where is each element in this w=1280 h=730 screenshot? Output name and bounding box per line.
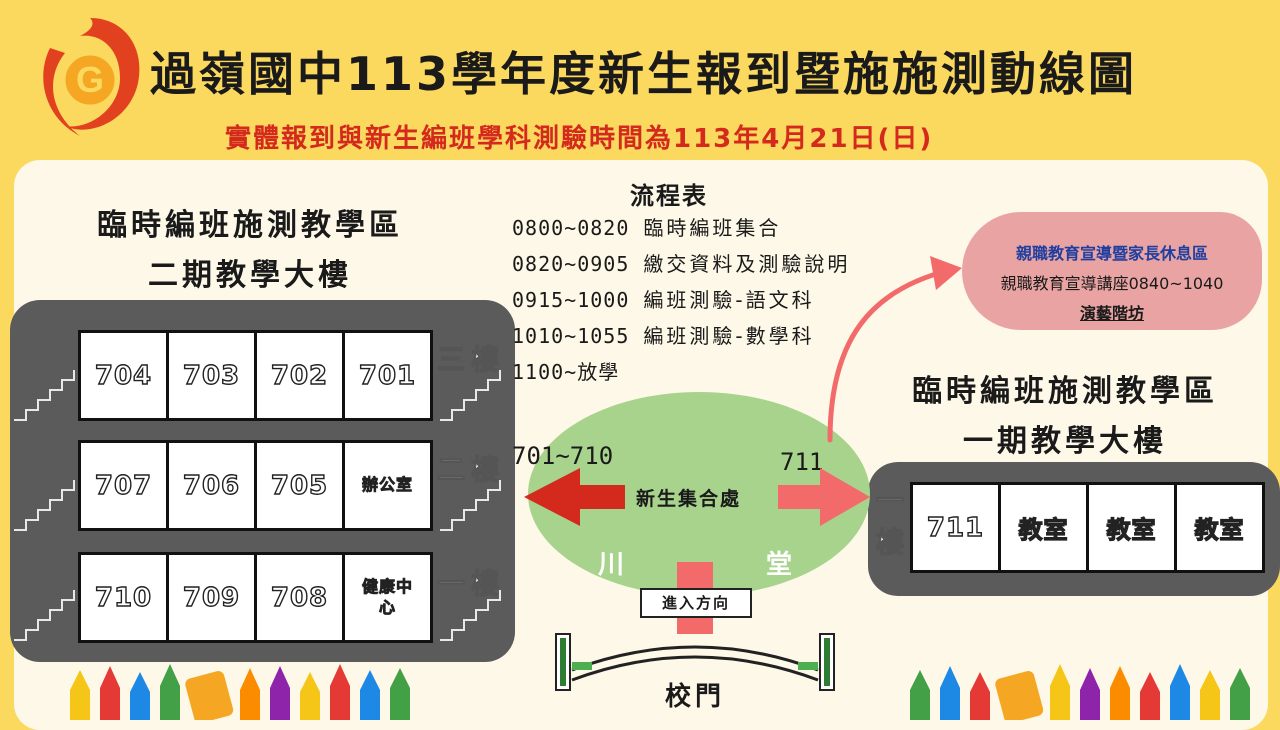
schedule-row: 0820~0905 繳交資料及測驗說明 — [512, 248, 850, 284]
schedule-time: 1100~放學 — [512, 360, 620, 384]
left-building-title-2: 二期教學大樓 — [148, 258, 352, 293]
left-building-title-1: 臨時編班施測教學區 — [97, 208, 403, 243]
floor-2-label: 二樓 — [436, 452, 506, 486]
room-711: 711 — [913, 485, 998, 570]
pencils-left-icon — [70, 664, 410, 720]
classroom: 教室 — [1001, 485, 1086, 570]
room-702: 702 — [257, 333, 342, 418]
hall-label: 新生集合處 — [636, 488, 742, 510]
schedule-list: 0800~0820 臨時編班集合 0820~0905 繳交資料及測驗說明 0915~… — [512, 212, 850, 392]
hall-char-right: 堂 — [766, 550, 793, 580]
schedule-desc: 編班測驗-數學科 — [643, 324, 815, 348]
schedule-time: 0800~0820 — [512, 216, 630, 240]
stairs-right-icon — [440, 370, 501, 641]
room-705: 705 — [257, 443, 342, 528]
room-707: 707 — [81, 443, 166, 528]
floor-1-rooms: 710 709 708 健康中心 — [78, 552, 433, 643]
room-706: 706 — [169, 443, 254, 528]
range-left: 701~710 — [512, 442, 614, 470]
room-701: 701 — [345, 333, 430, 418]
parent-zone-title: 親職教育宣導暨家長休息區 — [1015, 244, 1208, 263]
schedule-row: 0915~1000 編班測驗-語文科 — [512, 284, 850, 320]
parent-zone-venue: 演藝階坊 — [1079, 304, 1144, 323]
floor-3-label: 三樓 — [436, 342, 506, 376]
right-building-title-1: 臨時編班施測教學區 — [912, 374, 1218, 409]
right-building-title-2: 一期教學大樓 — [963, 424, 1167, 459]
schedule-time: 0820~0905 — [512, 252, 630, 276]
schedule-time: 1010~1055 — [512, 324, 630, 348]
hall-char-left: 川 — [598, 550, 625, 580]
svg-text:G: G — [76, 59, 104, 100]
parent-zone-lecture: 親職教育宣導講座0840~1040 — [1000, 274, 1224, 293]
room-708: 708 — [257, 555, 342, 640]
floor-3-rooms: 704 703 702 701 — [78, 330, 433, 421]
entry-direction-label: 進入方向 — [640, 588, 752, 618]
schedule-row: 1100~放學 — [512, 356, 850, 392]
room-health-center: 健康中心 — [345, 555, 430, 640]
stairs-left-icon — [14, 370, 75, 641]
arrow-left-icon — [524, 468, 625, 526]
pencils-right-icon — [910, 664, 1250, 720]
schedule-row: 1010~1055 編班測驗-數學科 — [512, 320, 850, 356]
page-title: 過嶺國中113學年度新生報到暨施施測動線圖 — [150, 47, 1138, 101]
room-703: 703 — [169, 333, 254, 418]
arrow-to-parent-zone-icon — [827, 267, 953, 443]
right-floor-label: 一樓 — [875, 483, 905, 559]
room-709: 709 — [169, 555, 254, 640]
schedule-title: 流程表 — [630, 182, 708, 210]
school-gate-icon — [555, 633, 835, 691]
classroom: 教室 — [1177, 485, 1262, 570]
classroom: 教室 — [1089, 485, 1174, 570]
schedule-time: 0915~1000 — [512, 288, 630, 312]
schedule-desc: 臨時編班集合 — [643, 216, 782, 240]
schedule-row: 0800~0820 臨時編班集合 — [512, 212, 850, 248]
page-subtitle: 實體報到與新生編班學科測驗時間為113年4月21日(日) — [225, 124, 934, 154]
floor-1-label: 一樓 — [436, 566, 506, 600]
room-704: 704 — [81, 333, 166, 418]
room-office: 辦公室 — [345, 443, 430, 528]
room-710: 710 — [81, 555, 166, 640]
right-floor-rooms: 711 教室 教室 教室 — [910, 482, 1265, 573]
schedule-desc: 繳交資料及測驗說明 — [643, 252, 851, 276]
school-logo: G — [43, 18, 140, 136]
range-right: 711 — [780, 448, 824, 476]
school-gate-label: 校門 — [664, 682, 725, 712]
schedule-desc: 編班測驗-語文科 — [643, 288, 815, 312]
floor-2-rooms: 707 706 705 辦公室 — [78, 440, 433, 531]
parent-rest-zone: 親職教育宣導暨家長休息區 親職教育宣導講座0840~1040 演藝階坊 — [962, 212, 1262, 330]
arrow-right-icon — [778, 468, 870, 526]
